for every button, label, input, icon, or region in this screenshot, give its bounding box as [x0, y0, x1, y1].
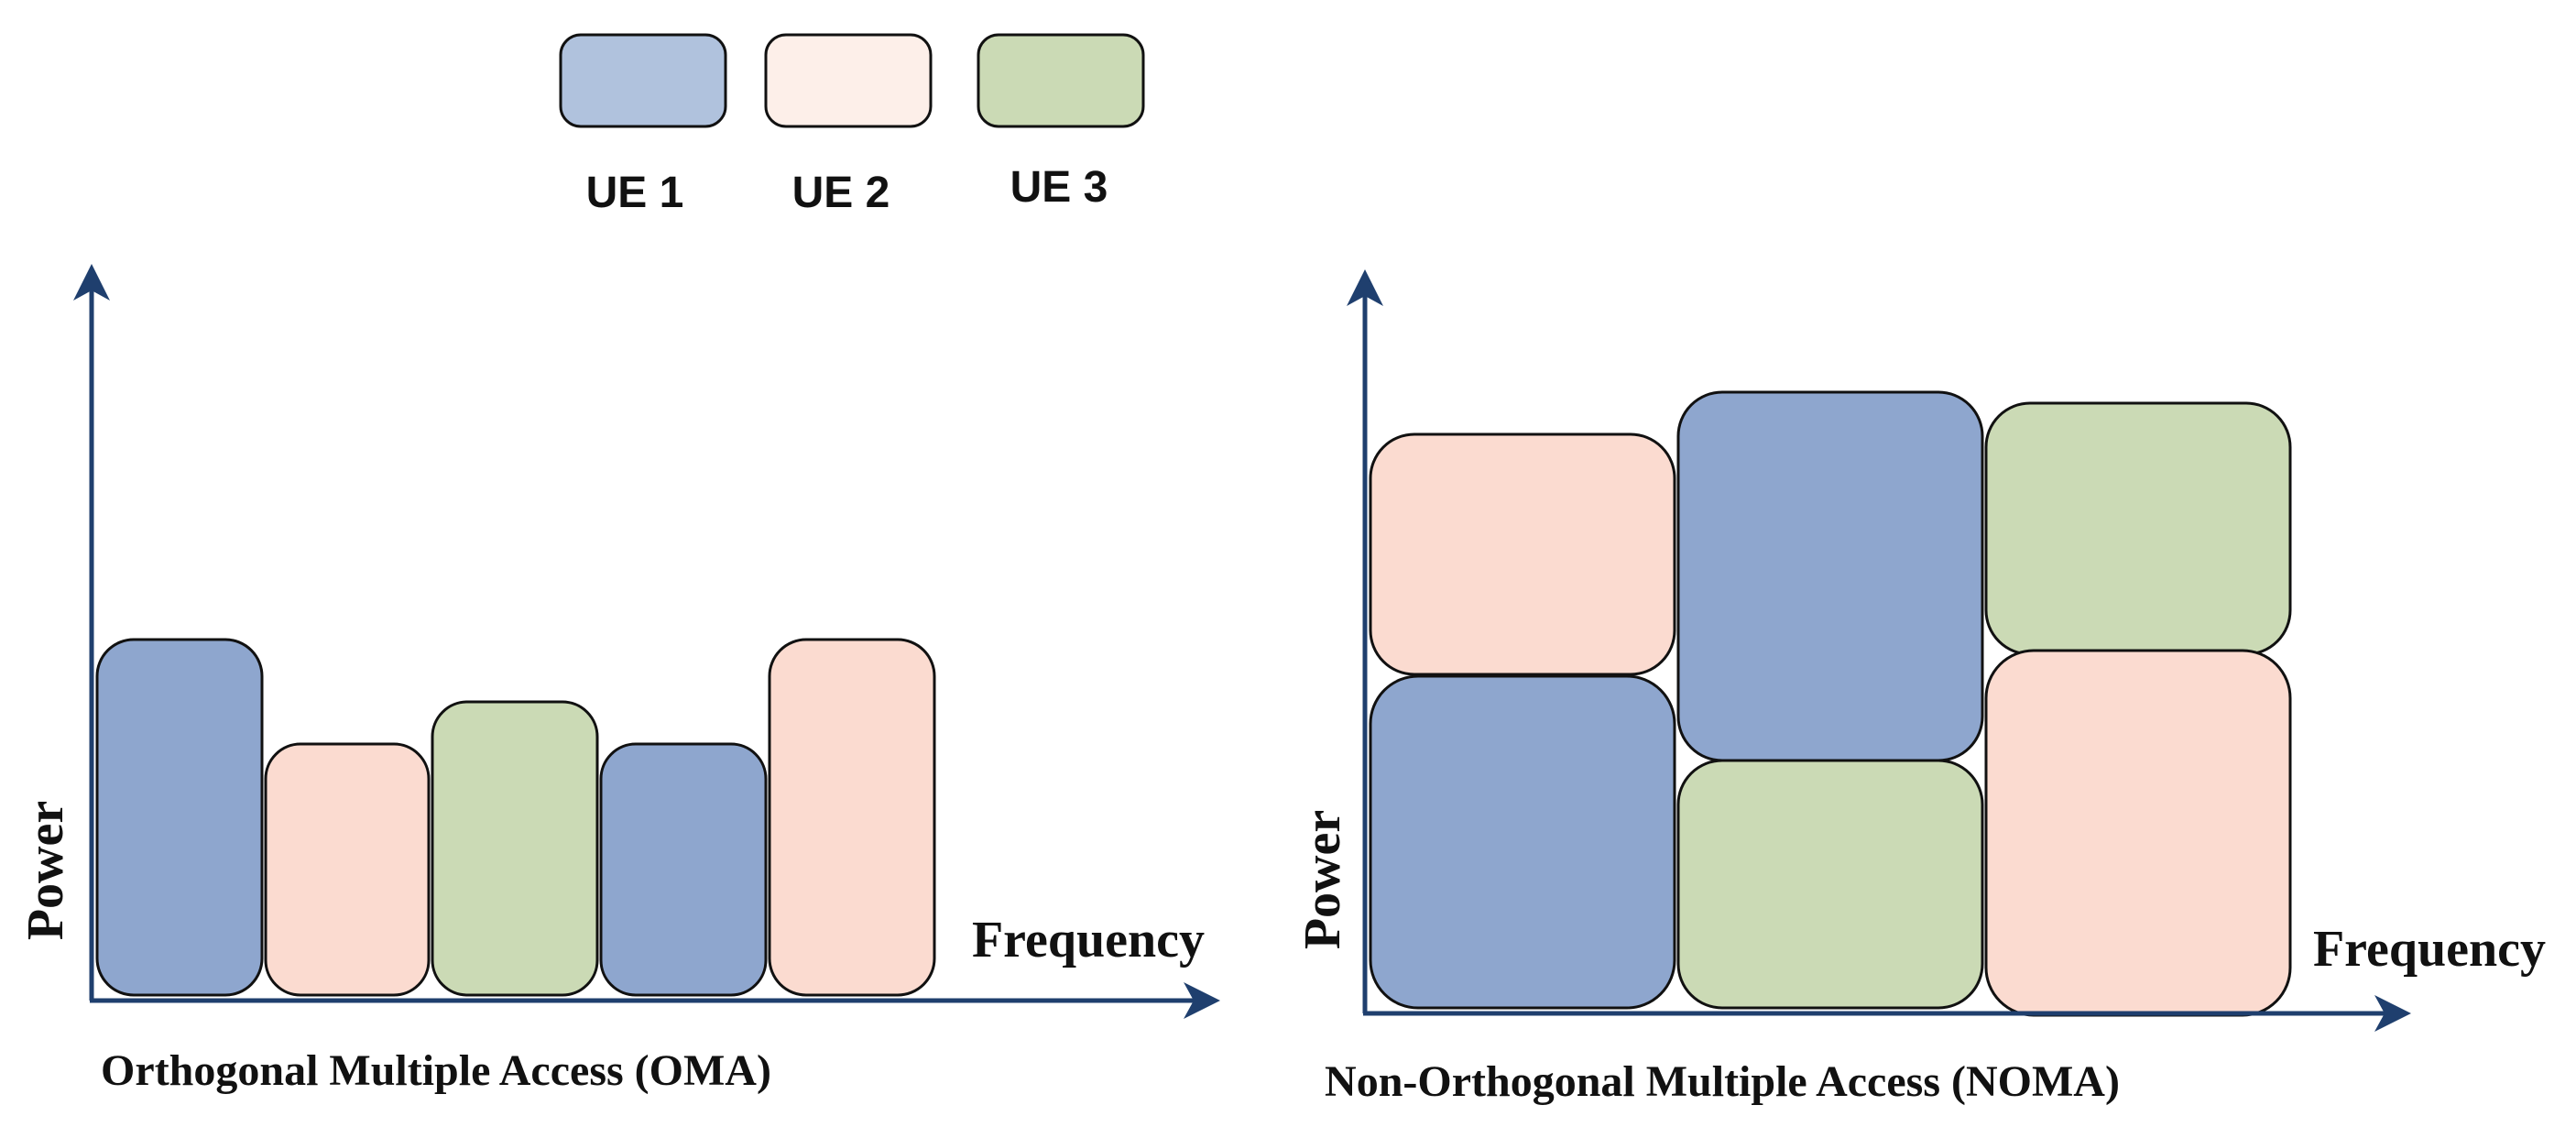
legend-swatch-ue2 — [764, 33, 933, 128]
oma-caption: Orthogonal Multiple Access (OMA) — [101, 1046, 771, 1095]
legend-swatch-ue1 — [559, 33, 727, 128]
oma-block-4 — [599, 742, 768, 997]
noma-blocks — [1369, 390, 2292, 1017]
oma-block-5 — [768, 638, 936, 997]
oma-blocks — [95, 638, 936, 997]
oma-y-label: Power — [17, 801, 74, 940]
noma-block-3 — [1369, 674, 1676, 1010]
noma-block-2 — [1676, 390, 1984, 762]
oma-block-3 — [431, 700, 599, 997]
noma-block-6 — [1984, 649, 2292, 1017]
noma-panel: Power Frequency Non-Orthogonal Multiple … — [1294, 269, 2546, 1106]
legend-label-ue2: UE 2 — [792, 169, 890, 217]
oma-block-1 — [95, 638, 264, 997]
noma-y-label: Power — [1294, 810, 1351, 949]
legend-label-ue3: UE 3 — [1010, 163, 1108, 212]
legend-label-ue1: UE 1 — [586, 169, 684, 217]
oma-x-label: Frequency — [972, 912, 1205, 968]
oma-block-2 — [264, 742, 431, 997]
oma-panel: Power Frequency Orthogonal Multiple Acce… — [17, 264, 1220, 1095]
noma-x-label: Frequency — [2313, 921, 2546, 978]
noma-block-4 — [1676, 759, 1984, 1010]
noma-block-5 — [1984, 401, 2292, 656]
noma-caption: Non-Orthogonal Multiple Access (NOMA) — [1325, 1057, 2120, 1106]
legend-swatch-ue3 — [977, 33, 1145, 128]
legend: UE 1 UE 2 UE 3 — [559, 33, 1145, 217]
noma-block-1 — [1369, 432, 1676, 676]
